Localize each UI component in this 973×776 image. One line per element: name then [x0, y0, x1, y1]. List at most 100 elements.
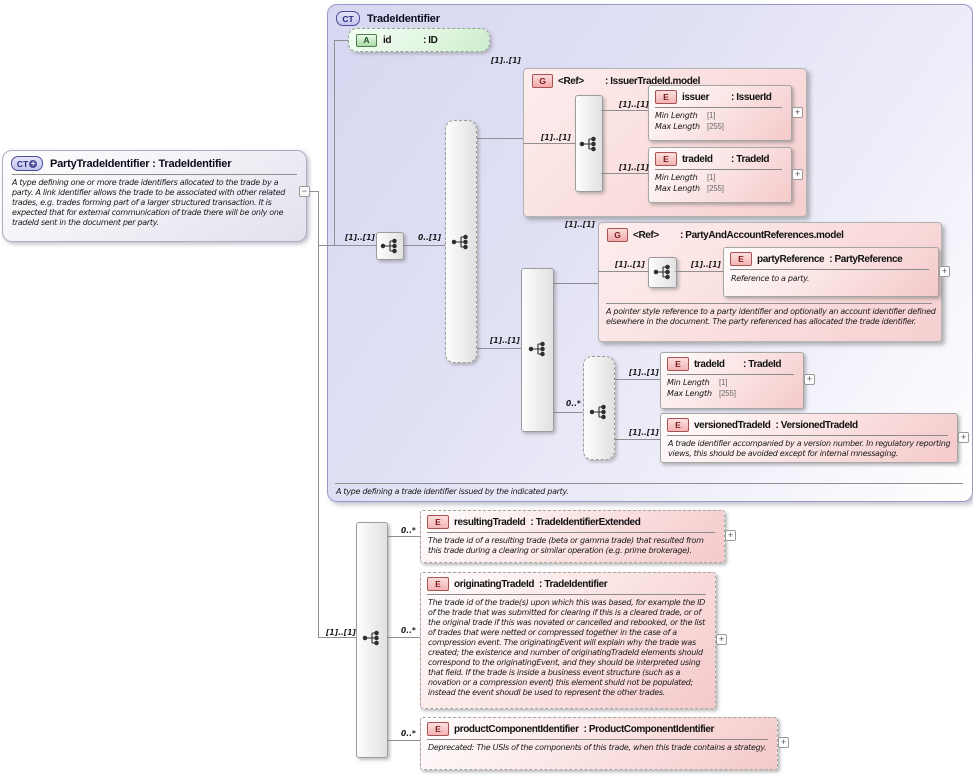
element-type: : VersionedTradeId: [775, 419, 858, 431]
cardinality-label: 0..*: [401, 526, 416, 535]
cardinality-label: [1]..[1]: [565, 220, 595, 229]
element-type: : TradeId: [731, 153, 770, 165]
ct-badge: CT: [336, 11, 360, 26]
element-note: Reference to a party.: [731, 274, 810, 283]
expand-button[interactable]: +: [778, 737, 789, 748]
element-type: : IssuerId: [731, 91, 772, 103]
cardinality-label: [1]..[1]: [490, 336, 520, 345]
connector-line: [402, 245, 445, 246]
element-type: : TradeIdentifier: [539, 578, 608, 590]
element-originating-trade-id[interactable]: E originatingTradeId : TradeIdentifier T…: [420, 572, 716, 709]
expand-button[interactable]: +: [792, 169, 803, 180]
group-ref-label: <Ref>: [558, 75, 584, 87]
facet-label: Min Length: [667, 378, 710, 387]
sequence-compositor[interactable]: [648, 257, 677, 288]
element-separator: [427, 532, 715, 533]
connector-line: [310, 191, 318, 192]
expand-button[interactable]: +: [725, 530, 736, 541]
expand-button[interactable]: +: [804, 374, 815, 385]
expand-button[interactable]: +: [958, 432, 969, 443]
element-type: : TradeIdentifierExtended: [530, 516, 641, 528]
element-product-component-identifier[interactable]: E productComponentIdentifier : ProductCo…: [420, 717, 778, 770]
element-trade-id[interactable]: E tradeId : TradeId Min Length [1] Max L…: [648, 147, 792, 203]
element-type: : PartyReference: [829, 253, 903, 265]
facet-label: Max Length: [655, 121, 700, 131]
connector-line: [318, 637, 356, 638]
choice-compositor[interactable]: [583, 356, 615, 460]
element-trade-id[interactable]: E tradeId : TradeId Min Length [1] Max L…: [660, 352, 804, 409]
facet-max-length: Max Length [255]: [655, 184, 785, 195]
sequence-compositor[interactable]: [521, 268, 554, 432]
connector-trunk: [318, 191, 319, 637]
element-separator: [427, 594, 706, 595]
element-name: resultingTradeId: [454, 516, 526, 528]
e-badge: E: [427, 722, 449, 736]
cardinality-label: [1]..[1]: [541, 133, 571, 142]
e-badge: E: [427, 577, 449, 591]
facet-max-length: Max Length [255]: [655, 122, 785, 133]
element-name: tradeId: [694, 358, 725, 370]
sequence-compositor[interactable]: [575, 95, 603, 192]
element-party-reference[interactable]: E partyReference : PartyReference Refere…: [723, 247, 939, 297]
attribute-id-node[interactable]: A id : ID: [348, 28, 490, 52]
cardinality-label: [1]..[1]: [345, 233, 375, 242]
group-ref-label: <Ref>: [633, 229, 659, 241]
sequence-icon: [362, 630, 379, 646]
party-trade-identifier-title: PartyTradeIdentifier : TradeIdentifier: [50, 157, 232, 170]
cardinality-label: [1]..[1]: [619, 100, 649, 109]
cardinality-label: [1]..[1]: [629, 428, 659, 437]
element-name: productComponentIdentifier: [454, 723, 579, 735]
e-badge: E: [427, 515, 449, 529]
expand-button[interactable]: +: [939, 266, 950, 277]
group-note: A pointer style reference to a party ide…: [606, 307, 936, 326]
element-note: A trade identifier accompanied by a vers…: [668, 439, 951, 458]
e-badge: E: [667, 357, 689, 371]
cardinality-label: 0..*: [401, 626, 416, 635]
complextype-party-trade-identifier-box[interactable]: CT + PartyTradeIdentifier : TradeIdentif…: [2, 150, 307, 242]
type-title: TradeIdentifier: [367, 12, 440, 25]
optional-sequence-compositor[interactable]: [445, 120, 477, 363]
sequence-icon: [579, 136, 596, 152]
facet-min-length: Min Length [1]: [667, 378, 797, 389]
e-badge: E: [655, 90, 677, 104]
sequence-compositor[interactable]: [376, 232, 404, 260]
e-badge: E: [655, 152, 677, 166]
group-note-separator: [606, 303, 932, 304]
collapse-toggle[interactable]: −: [299, 186, 310, 197]
element-name: versionedTradeId: [694, 419, 771, 431]
element-type: : ProductComponentIdentifier: [583, 723, 715, 735]
element-versioned-trade-id[interactable]: E versionedTradeId : VersionedTradeId A …: [660, 413, 958, 463]
element-issuer[interactable]: E issuer : IssuerId Min Length [1] Max L…: [648, 85, 792, 141]
connector-line: [675, 271, 723, 272]
cardinality-label: [1]..[1]: [691, 260, 721, 269]
connector-line: [386, 536, 420, 537]
element-name: originatingTradeId: [454, 578, 535, 590]
facet-value: [1]: [707, 111, 716, 120]
expand-button[interactable]: +: [792, 107, 803, 118]
cardinality-label: 0..*: [401, 729, 416, 738]
facet-value: [255]: [707, 183, 724, 193]
expand-button[interactable]: +: [716, 634, 727, 645]
attribute-name: id: [383, 34, 392, 46]
connector-line: [334, 40, 348, 41]
g-badge: G: [532, 74, 553, 88]
sequence-compositor[interactable]: [356, 522, 388, 758]
element-separator: [667, 435, 948, 436]
connector-line: [318, 245, 376, 246]
connector-line: [613, 379, 660, 380]
element-name: partyReference: [757, 253, 825, 265]
ct-plus-badge: CT +: [11, 156, 43, 171]
cardinality-label: [1]..[1]: [326, 628, 356, 637]
choice-icon: [589, 404, 606, 420]
connector-line: [552, 412, 583, 413]
party-trade-identifier-description: A type defining one or more trade identi…: [12, 178, 285, 227]
element-note: The trade id of the trade(s) upon which …: [428, 598, 706, 697]
facet-max-length: Max Length [255]: [667, 389, 797, 400]
facet-value: [255]: [719, 388, 736, 398]
element-resulting-trade-id[interactable]: E resultingTradeId : TradeIdentifierExte…: [420, 510, 725, 563]
attribute-type: : ID: [423, 34, 438, 46]
cardinality-label: [1]..[1]: [619, 163, 649, 172]
e-badge: E: [667, 418, 689, 432]
facet-label: Min Length: [655, 173, 698, 182]
